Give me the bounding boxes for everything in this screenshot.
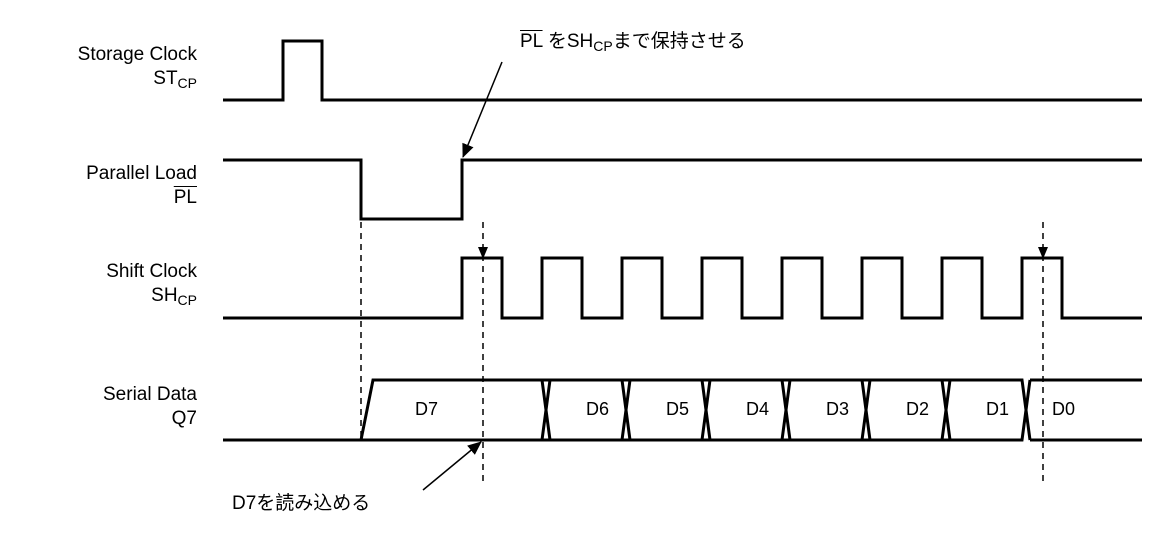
- data-cell-outline: [782, 378, 868, 442]
- data-cell-label: D2: [906, 399, 930, 419]
- d7-cell-outline: [223, 378, 548, 442]
- data-cell-outline: [542, 378, 628, 442]
- signal-name: Storage Clock: [77, 44, 197, 65]
- read-annotation-arrow: [422, 441, 482, 491]
- signal-name: Serial Data: [103, 384, 197, 405]
- data-cell-label: D7: [415, 399, 439, 419]
- shift-clock-waveform: [223, 256, 1142, 320]
- d0-cell-outline: [1024, 378, 1142, 442]
- signal-name: Parallel Load: [86, 163, 197, 184]
- data-cell-label: D5: [666, 399, 690, 419]
- hold-annotation: PL をSHCPまで保持させる: [520, 31, 746, 54]
- parallel-load-waveform: [223, 158, 1142, 221]
- shift-clock-label: Shift Clock SHCP: [106, 260, 197, 308]
- data-cell-outline: [702, 378, 788, 442]
- data-cell-outline: [942, 378, 1028, 442]
- data-cell-outline: [622, 378, 708, 442]
- data-cell-outline: [862, 378, 948, 442]
- data-cell-label: D4: [746, 399, 770, 419]
- signal-name: Shift Clock: [106, 261, 197, 282]
- serial-data-label: Serial Data Q7: [103, 383, 197, 431]
- signal-symbol: SHCP: [151, 285, 197, 308]
- d0-read-arrowhead: [1038, 247, 1048, 259]
- transition-edge: [702, 378, 710, 442]
- serial-data-waveform: [223, 378, 1142, 442]
- read-annotation: D7を読み込める: [232, 493, 371, 514]
- transition-edge: [542, 378, 550, 442]
- d7-read-arrowhead: [478, 247, 488, 259]
- data-cell-label: D0: [1052, 399, 1076, 419]
- transition-edge: [622, 378, 630, 442]
- signal-symbol: Q7: [171, 408, 197, 429]
- transition-edge: [862, 378, 870, 442]
- hold-annotation-arrow: [462, 61, 503, 158]
- parallel-load-label: Parallel Load PL: [86, 162, 197, 210]
- storage-clock-label: Storage Clock STCP: [78, 43, 197, 91]
- transition-edge: [782, 378, 790, 442]
- storage-clock-waveform: [223, 39, 1142, 102]
- data-cell-label: D1: [986, 399, 1010, 419]
- transition-edge: [942, 378, 950, 442]
- data-cell-label: D3: [826, 399, 850, 419]
- signal-symbol: PL: [173, 187, 197, 208]
- data-cell-label: D6: [586, 399, 610, 419]
- signal-symbol: STCP: [153, 68, 197, 91]
